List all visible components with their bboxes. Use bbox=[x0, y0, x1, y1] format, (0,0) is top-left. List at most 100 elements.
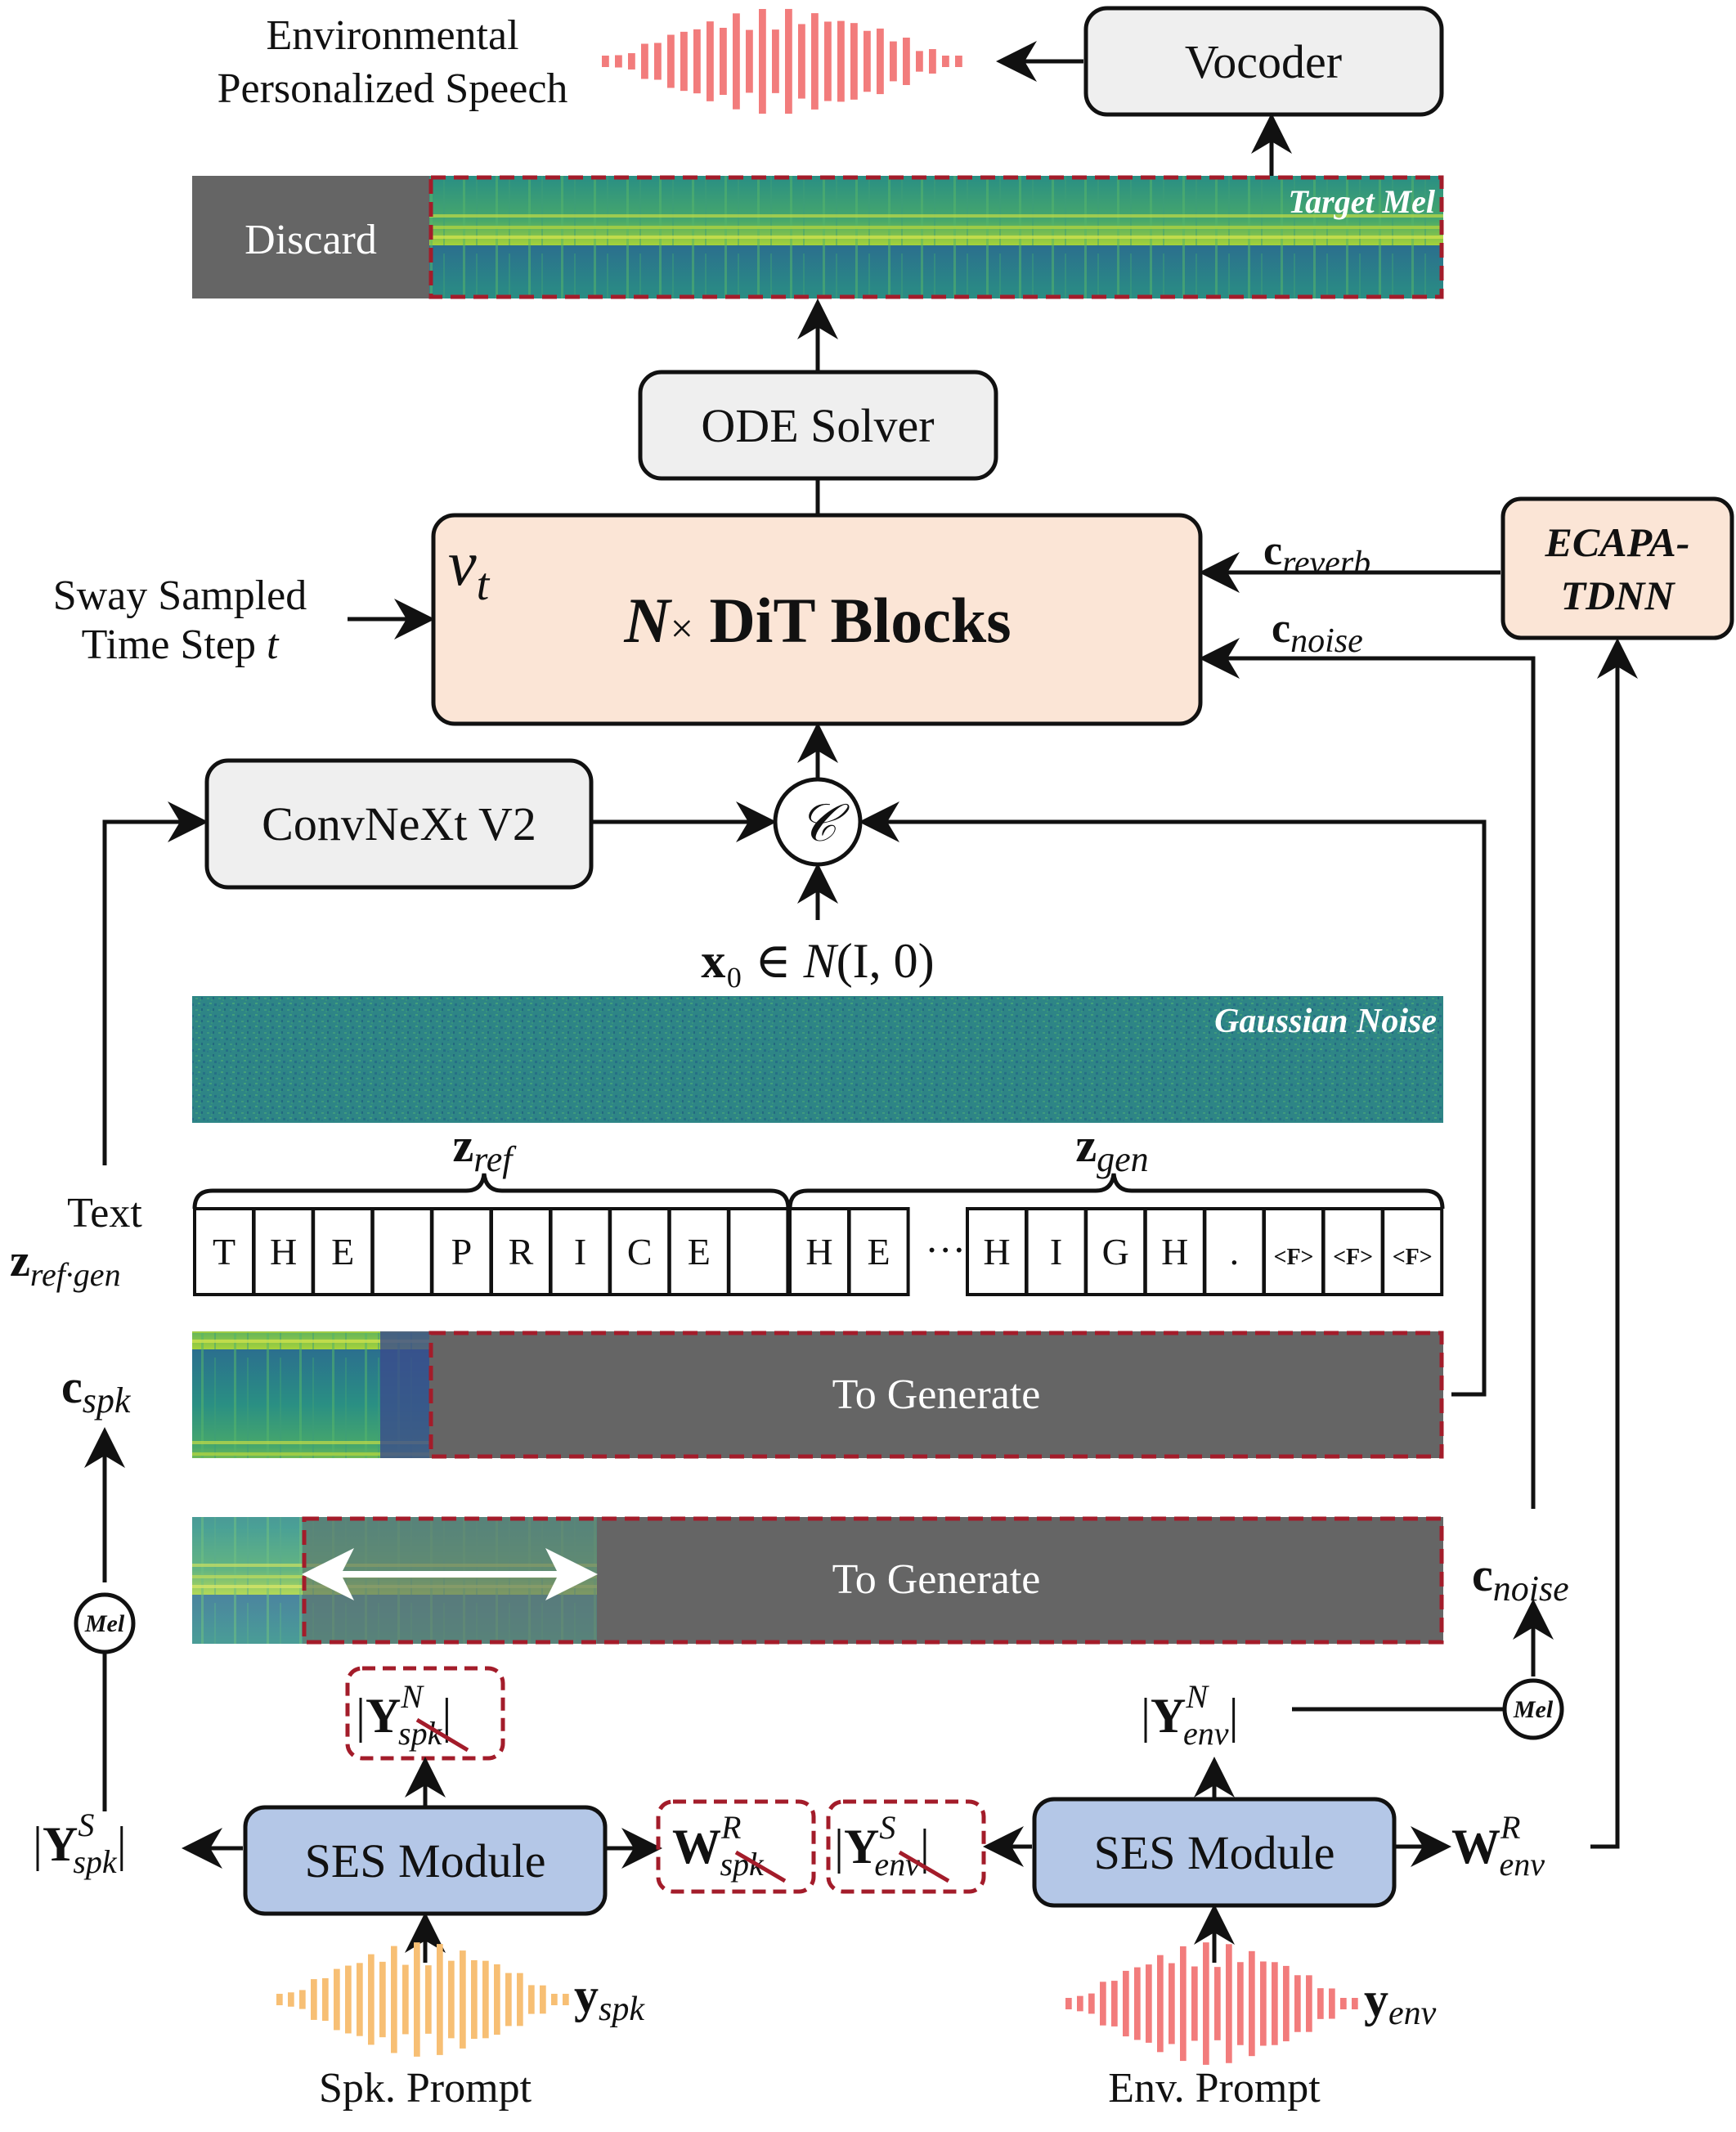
output-label-line2: Personalized Speech bbox=[218, 65, 568, 112]
waveform-bar bbox=[1226, 1944, 1232, 2063]
ses-module-right-label: SES Module bbox=[1094, 1826, 1335, 1879]
gaussian-noise-label: Gaussian Noise bbox=[1214, 1003, 1437, 1040]
waveform-bar bbox=[322, 1977, 329, 2022]
z-gen-label: zgen bbox=[1075, 1119, 1148, 1179]
waveform-bar bbox=[955, 56, 962, 67]
mel-circle-left-label: Mel bbox=[84, 1610, 125, 1637]
waveform-bar bbox=[1203, 1942, 1209, 2065]
waveform-bar bbox=[494, 1964, 500, 2035]
waveform-bar bbox=[334, 1968, 340, 2031]
waveform-bar bbox=[720, 27, 727, 96]
c-noise-label: cnoise bbox=[1272, 605, 1363, 660]
waveform-bar bbox=[693, 29, 701, 94]
token-ref bbox=[252, 1207, 315, 1296]
waveform-bar bbox=[1340, 1998, 1347, 2009]
token-ref bbox=[549, 1207, 612, 1296]
output-waveform bbox=[602, 8, 962, 114]
token-label: <F> bbox=[1393, 1245, 1433, 1270]
waveform-bar bbox=[1111, 1981, 1118, 2027]
vt-symbol: vt bbox=[448, 527, 491, 610]
ses-module-left-label: SES Module bbox=[305, 1834, 546, 1887]
waveform-bar bbox=[448, 1960, 455, 2039]
waveform-bar bbox=[357, 1963, 363, 2036]
target-mel-dashed-border bbox=[428, 175, 1444, 299]
ode-solver-box bbox=[638, 370, 998, 481]
z-ref-label: zref bbox=[453, 1119, 518, 1179]
to-generate-label-1: To Generate bbox=[832, 1371, 1041, 1418]
waveform-bar bbox=[402, 1964, 409, 2035]
token-gen bbox=[1263, 1207, 1325, 1296]
waveform-bar bbox=[460, 1950, 466, 2049]
waveform-bar bbox=[1352, 1998, 1358, 2009]
waveform-bar bbox=[1146, 1964, 1152, 2043]
waveform-bar bbox=[628, 53, 635, 70]
waveform-bar bbox=[877, 28, 884, 95]
token-label: H bbox=[805, 1231, 832, 1272]
waveform-bar bbox=[425, 1965, 432, 2034]
gaussian-noise-spectrogram bbox=[192, 996, 1443, 1123]
waveform-bar bbox=[311, 1979, 317, 2020]
to-generate-label-2: To Generate bbox=[832, 1556, 1041, 1603]
z-gen-brace bbox=[787, 1173, 1445, 1210]
waveform-bar bbox=[1191, 1966, 1198, 2041]
waveform-bar bbox=[482, 1960, 489, 2039]
token-label: H bbox=[1161, 1231, 1188, 1272]
mel-circle-right bbox=[1502, 1678, 1564, 1740]
token-label: T bbox=[213, 1231, 236, 1272]
token-gen bbox=[1203, 1207, 1266, 1296]
token-label: I bbox=[574, 1231, 586, 1272]
token-label: H bbox=[270, 1231, 297, 1272]
waveform-bar bbox=[299, 1990, 306, 2009]
token-label: E bbox=[868, 1231, 890, 1272]
waveform-bar bbox=[379, 1961, 386, 2038]
token-label: <F> bbox=[1273, 1245, 1313, 1270]
to-generate-dashed-1 bbox=[428, 1331, 1444, 1459]
waveform-bar bbox=[1237, 1962, 1244, 2045]
waveform-bar bbox=[540, 1985, 546, 2014]
waveform-bar bbox=[1283, 1965, 1290, 2042]
waveform-bar bbox=[772, 29, 779, 93]
waveform-bar bbox=[1157, 1955, 1164, 2053]
waveform-bar bbox=[276, 1994, 283, 2005]
waveform-bar bbox=[1180, 1946, 1186, 2062]
waveform-bar bbox=[1260, 1961, 1267, 2046]
token-label: G bbox=[1102, 1231, 1129, 1272]
token-label: P bbox=[451, 1231, 473, 1272]
waveform-bar bbox=[563, 1994, 569, 2005]
to-generate-block-2 bbox=[597, 1517, 1443, 1644]
token-gen bbox=[1084, 1207, 1147, 1296]
env-prompt-label: Env. Prompt bbox=[1108, 2065, 1321, 2112]
token-label: E bbox=[688, 1231, 711, 1272]
waveform-bar bbox=[733, 13, 740, 110]
y-env-label: yenv bbox=[1364, 1973, 1437, 2032]
waveform-bar bbox=[680, 31, 688, 92]
waveform-bar bbox=[890, 41, 897, 82]
ecapa-line2: TDNN bbox=[1561, 572, 1676, 618]
discard-block bbox=[192, 176, 429, 298]
token-label: E bbox=[331, 1231, 354, 1272]
waveform-bar bbox=[1329, 1988, 1335, 2019]
waveform-bar bbox=[1214, 1967, 1221, 2040]
token-label: <F> bbox=[1333, 1245, 1373, 1270]
time-step-line1: Sway Sampled bbox=[53, 572, 307, 619]
output-label-line1: Environmental bbox=[266, 12, 518, 59]
waveform-bar bbox=[707, 21, 714, 101]
token-ref bbox=[490, 1207, 552, 1296]
waveform-bar bbox=[942, 56, 949, 67]
token-label: . bbox=[1230, 1231, 1240, 1272]
y-env-s-dashed-box bbox=[826, 1799, 986, 1894]
waveform-bar bbox=[602, 56, 609, 67]
token-label: C bbox=[627, 1231, 653, 1272]
waveform-bar bbox=[345, 1965, 352, 2034]
waveform-bar bbox=[505, 1973, 512, 2027]
waveform-bar bbox=[615, 55, 622, 68]
y-spk-n-strike bbox=[415, 1717, 469, 1753]
convnext-label: ConvNeXt V2 bbox=[262, 797, 536, 851]
x0-label: x₀ ∈ N(I, 0) bbox=[701, 934, 934, 988]
waveform-bar bbox=[785, 8, 792, 114]
token-ref bbox=[370, 1207, 433, 1296]
token-label: H bbox=[983, 1231, 1010, 1272]
waveform-bar bbox=[850, 23, 858, 100]
